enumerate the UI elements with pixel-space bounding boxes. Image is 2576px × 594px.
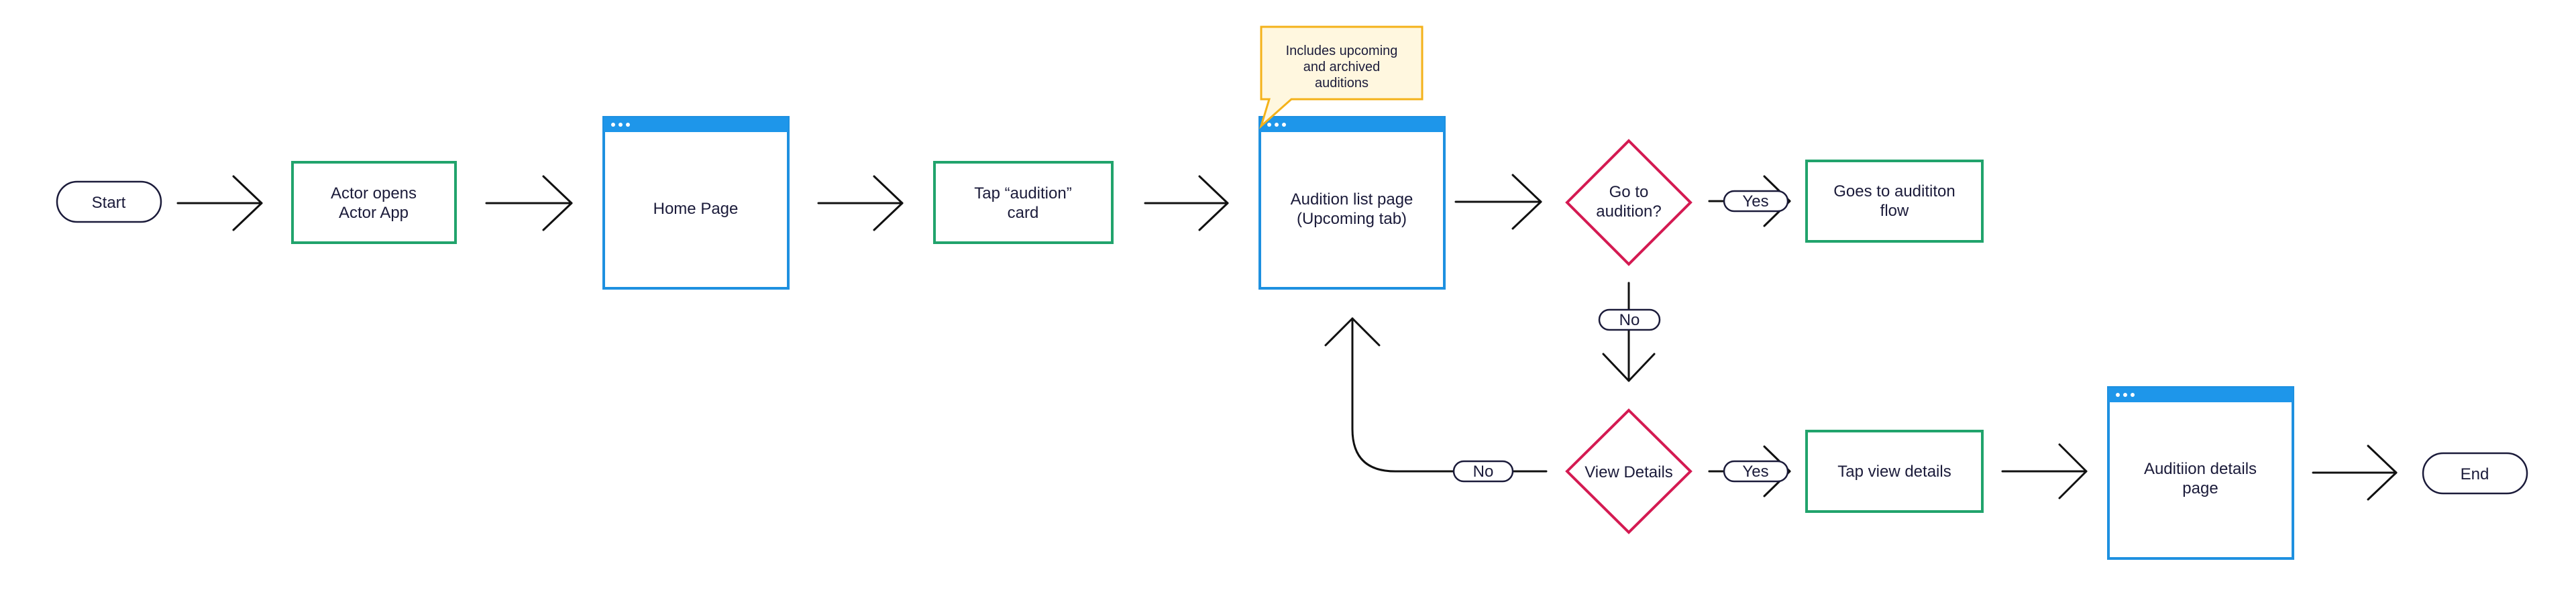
page-audition-list: Audition list page (Upcoming tab) xyxy=(1258,116,1446,290)
decision-view-details: View Details xyxy=(1565,408,1693,534)
audition-details-label-line2: page xyxy=(2182,479,2218,497)
note-text-line1: Includes upcoming xyxy=(1286,44,1398,58)
actor-opens-label-line1: Actor opens xyxy=(331,184,417,202)
window-dot-icon xyxy=(2116,393,2120,397)
edge-label-no-go: No xyxy=(1598,308,1661,331)
tap-card-label-line2: card xyxy=(1008,204,1039,222)
connector-list-to-decision xyxy=(1454,174,1542,230)
connector-view-details-no-back xyxy=(1324,317,1548,473)
connector-start-to-actor xyxy=(176,175,263,231)
note-text-line2: and archived xyxy=(1303,60,1381,74)
no-view-label: No xyxy=(1473,463,1494,481)
goes-to-flow-label-line1: Goes to audititon xyxy=(1833,182,1955,200)
connector-actor-to-home xyxy=(485,175,573,231)
edge-label-yes-go: Yes xyxy=(1708,190,1789,213)
audition-list-label-line2: (Upcoming tab) xyxy=(1297,210,1407,228)
start-label: Start xyxy=(92,194,126,212)
process-actor-opens-app: Actor opens Actor App xyxy=(291,161,457,244)
note-text-line3: auditions xyxy=(1315,76,1368,91)
page-home: Home Page xyxy=(602,116,790,290)
edge-label-yes-view: Yes xyxy=(1708,460,1789,483)
yes-go-label: Yes xyxy=(1742,192,1768,211)
window-dot-icon xyxy=(2131,393,2135,397)
audition-list-label-line1: Audition list page xyxy=(1291,190,1413,209)
connector-decision-no-down xyxy=(1602,282,1656,382)
process-tap-view-details: Tap view details xyxy=(1805,430,1984,513)
window-dot-icon xyxy=(1267,123,1271,127)
go-to-audition-label-line1: Go to xyxy=(1609,183,1649,201)
page-audition-details: Auditiion details page xyxy=(2107,386,2294,560)
connector-tap-card-to-list xyxy=(1144,175,1229,231)
connector-tap-view-to-details xyxy=(2001,443,2088,499)
goes-to-flow-label-line2: flow xyxy=(1880,202,1909,220)
view-details-label: View Details xyxy=(1585,463,1673,481)
edge-label-no-view: No xyxy=(1452,460,1514,483)
audition-details-label-line1: Auditiion details xyxy=(2144,460,2257,478)
end-label: End xyxy=(2461,465,2489,483)
end-terminal: End xyxy=(2422,452,2528,495)
window-dot-icon xyxy=(1282,123,1286,127)
process-tap-audition-card: Tap “audition” card xyxy=(933,161,1114,244)
decision-go-to-audition: Go to audition? xyxy=(1565,139,1693,266)
connector-details-to-end xyxy=(2312,444,2398,501)
tap-card-label-line1: Tap “audition” xyxy=(974,184,1071,202)
yes-view-label: Yes xyxy=(1742,463,1768,481)
go-to-audition-label-line2: audition? xyxy=(1596,202,1661,221)
start-terminal: Start xyxy=(56,180,162,223)
window-dot-icon xyxy=(1275,123,1279,127)
note-callout: Includes upcoming and archived auditions xyxy=(1259,25,1424,129)
tap-view-details-label: Tap view details xyxy=(1837,463,1951,481)
connector-home-to-tap-card xyxy=(817,175,904,231)
window-dot-icon xyxy=(611,123,615,127)
home-page-label: Home Page xyxy=(653,200,739,218)
window-dot-icon xyxy=(2123,393,2127,397)
window-dot-icon xyxy=(619,123,623,127)
process-goes-to-audition-flow: Goes to audititon flow xyxy=(1805,160,1984,243)
window-dot-icon xyxy=(626,123,630,127)
actor-opens-label-line2: Actor App xyxy=(339,204,409,222)
no-go-label: No xyxy=(1619,311,1640,329)
